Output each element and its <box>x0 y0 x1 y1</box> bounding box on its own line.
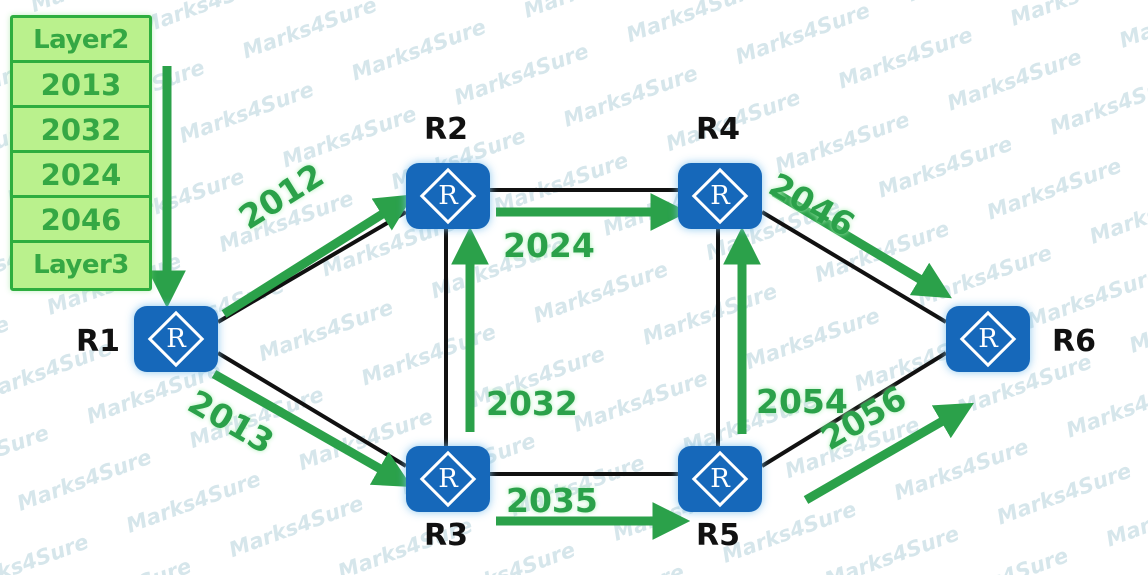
router-label-r3: R3 <box>424 518 468 553</box>
router-icon <box>678 446 762 512</box>
link-r1-r2 <box>216 210 408 324</box>
router-icon <box>678 163 762 229</box>
stack-cell-layer2: Layer2 <box>13 18 149 63</box>
watermark-row: Marks4SureMarks4SureMarks4SureMarks4Sure… <box>0 0 1148 158</box>
lsa-label-2035: 2035 <box>506 481 598 520</box>
watermark-row: Marks4SureMarks4SureMarks4SureMarks4Sure… <box>4 0 661 211</box>
router-node-r1[interactable]: R <box>134 306 218 372</box>
router-label-r4: R4 <box>696 112 740 147</box>
router-icon <box>134 306 218 372</box>
lsa-label-2013: 2013 <box>181 382 281 462</box>
stack-cell-layer3: Layer3 <box>13 243 149 288</box>
stack-cell-2024: 2024 <box>13 153 149 198</box>
router-label-r2: R2 <box>424 112 468 147</box>
router-icon <box>406 446 490 512</box>
router-label-r6: R6 <box>1052 324 1096 359</box>
router-glyph: R <box>710 464 730 494</box>
router-node-r3[interactable]: R <box>406 446 490 512</box>
router-glyph: R <box>438 181 458 211</box>
link-r4-r6 <box>760 210 948 324</box>
stack-cell-2046: 2046 <box>13 198 149 243</box>
router-glyph: R <box>438 464 458 494</box>
stack-cell-2013: 2013 <box>13 63 149 108</box>
lsa-label-2032: 2032 <box>486 384 578 423</box>
router-glyph: R <box>978 324 998 354</box>
router-label-r5: R5 <box>696 518 740 553</box>
router-glyph: R <box>166 324 186 354</box>
router-icon <box>946 306 1030 372</box>
lsa-label-2046: 2046 <box>762 165 862 245</box>
lsa-label-2012: 2012 <box>232 155 331 238</box>
router-icon <box>406 163 490 229</box>
watermark-row: Marks4SureMarks4SureMarks4SureMarks4Sure… <box>0 0 1148 492</box>
watermark-row: Marks4SureMarks4SureMarks4SureMarks4Sure… <box>0 0 278 102</box>
router-node-r2[interactable]: R <box>406 163 490 229</box>
router-node-r4[interactable]: R <box>678 163 762 229</box>
router-label-r1: R1 <box>76 324 120 359</box>
lsa-label-2024: 2024 <box>503 226 595 265</box>
stack-cell-2032: 2032 <box>13 108 149 153</box>
router-node-r5[interactable]: R <box>678 446 762 512</box>
router-glyph: R <box>710 181 730 211</box>
router-node-r6[interactable]: R <box>946 306 1030 372</box>
